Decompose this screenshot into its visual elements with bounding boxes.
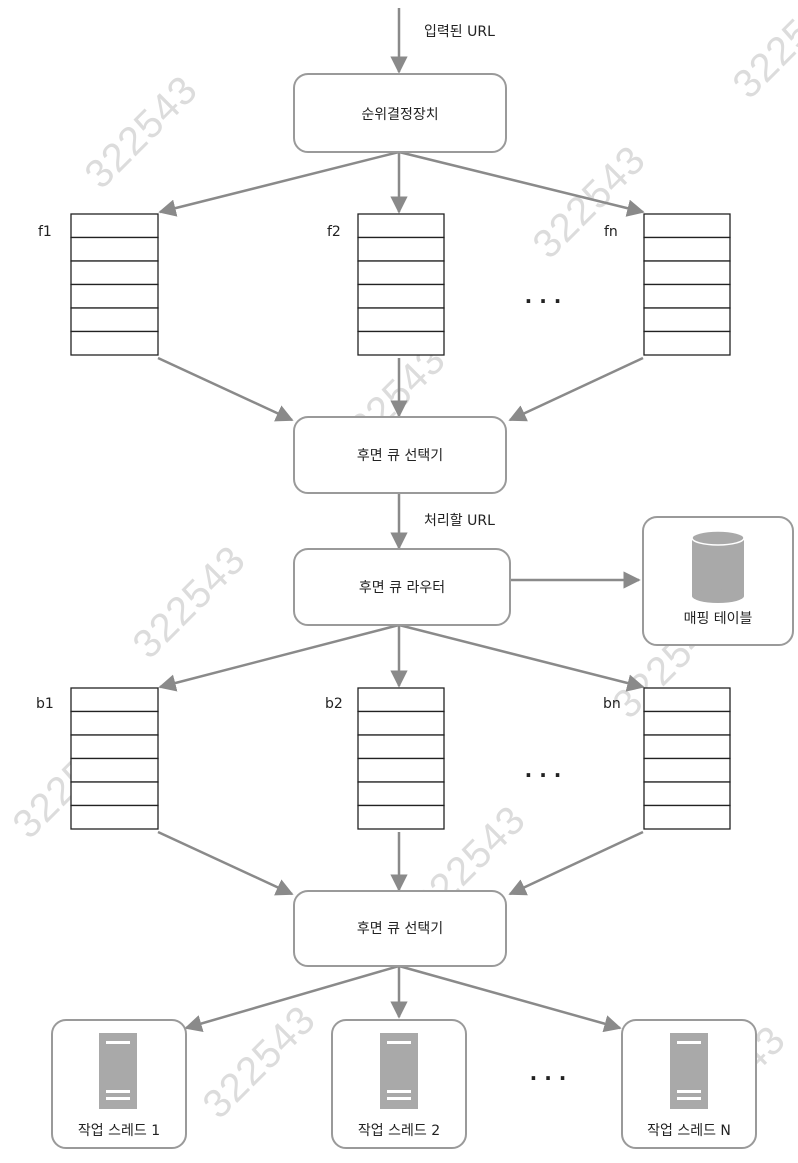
process-url-label: 처리할 URL: [424, 513, 495, 529]
worker-label-2: 작업 스레드 2: [358, 1123, 440, 1139]
input-url-label: 입력된 URL: [424, 24, 495, 40]
arrow-selector-worker1: [184, 964, 400, 1032]
back-queue-label-b2: b2: [325, 696, 343, 712]
arrow-f1-selector: [157, 356, 294, 422]
back-queue-selector-label-2: 후면 큐 선택기: [357, 921, 443, 937]
arrow-b1-selector: [157, 830, 294, 896]
back-queue-label-bn: bn: [603, 696, 621, 712]
worker-label-1: 작업 스레드 1: [78, 1123, 160, 1139]
queue-b2: [357, 687, 445, 830]
server-icon: [380, 1033, 418, 1109]
router-label: 후면 큐 라우터: [359, 580, 445, 596]
prioritizer-box: [293, 73, 507, 153]
worker-label-3: 작업 스레드 N: [647, 1123, 731, 1139]
arrow-prioritizer-fn: [398, 150, 645, 217]
arrow-bn-selector: [508, 830, 644, 896]
server-icon: [670, 1033, 708, 1109]
prioritizer-label: 순위결정장치: [361, 107, 438, 123]
back-queue-label-b1: b1: [36, 696, 54, 712]
server-icon: [99, 1033, 137, 1109]
arrow-router-b1: [158, 623, 400, 692]
arrow-fn-selector: [508, 356, 644, 422]
worker-ellipsis: · · ·: [530, 1066, 567, 1090]
arrow-prioritizer-f1: [158, 150, 400, 217]
back-queue-selector-label-1: 후면 큐 선택기: [357, 448, 443, 464]
queue-bn: [643, 687, 731, 830]
back-queue-selector-box-1: [293, 416, 507, 494]
back-queue-selector-box-2: [293, 890, 507, 967]
mapping-table-label: 매핑 테이블: [684, 611, 753, 627]
back-queue-ellipsis: · · ·: [525, 763, 562, 787]
front-queue-label-f1: f1: [38, 224, 52, 240]
router-box: [293, 548, 511, 626]
database-icon: [691, 530, 745, 603]
queue-f2: [357, 213, 445, 356]
queue-b1: [70, 687, 159, 830]
front-queue-label-f2: f2: [327, 224, 341, 240]
arrow-router-bn: [398, 623, 645, 692]
queue-fn: [643, 213, 731, 356]
front-queue-ellipsis: · · ·: [525, 289, 562, 313]
front-queue-label-fn: fn: [604, 224, 618, 240]
queue-f1: [70, 213, 159, 356]
arrow-selector-worker3: [398, 964, 622, 1033]
